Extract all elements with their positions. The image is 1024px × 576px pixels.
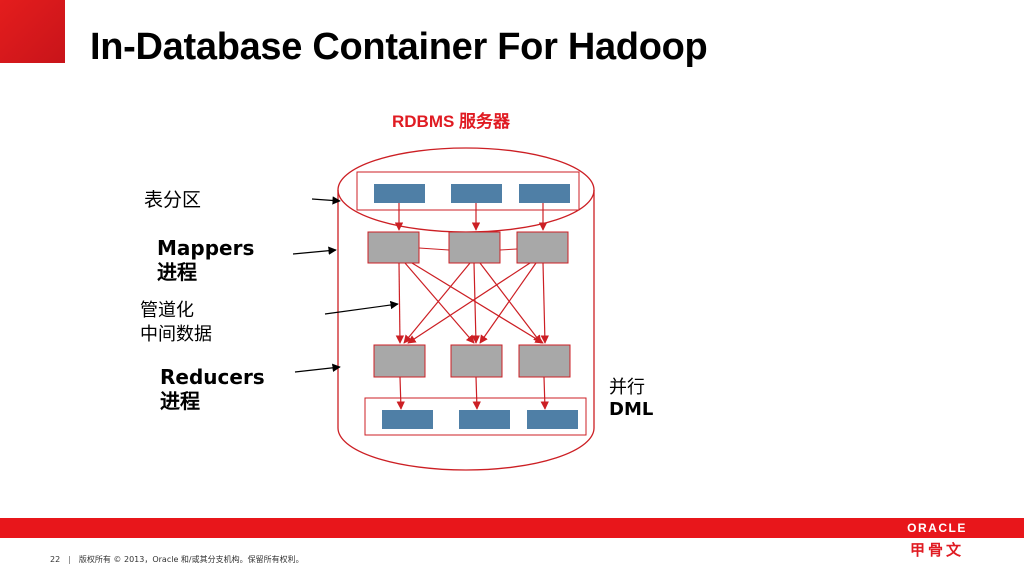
oracle-logo: ORACLE 甲骨文 — [897, 521, 977, 561]
arrow-m2-r3 — [479, 262, 542, 344]
output-block-3 — [527, 410, 578, 429]
arrow-m1-r1 — [395, 262, 405, 344]
page-number: 22 — [50, 555, 61, 564]
copyright-text: 版权所有 © 2013，Oracle 和/或其分支机构。保留所有权利。 — [78, 555, 304, 564]
red-corner-accent — [0, 0, 65, 63]
arrow-m1-r3 — [411, 262, 544, 344]
label-parallel-dml: 并行 DML — [609, 377, 654, 420]
footer-separator: | — [68, 555, 71, 564]
mapper-box-2 — [448, 231, 501, 264]
slide-title: In-Database Container For Hadoop — [90, 26, 708, 68]
mapper-link-1 — [418, 247, 450, 251]
mapper-box-3 — [516, 231, 569, 264]
reducer-box-1 — [373, 344, 426, 378]
reducer-box-2 — [450, 344, 503, 378]
arrow-reducer-output-1 — [396, 376, 405, 410]
label-pipeline-data: 管道化 中间数据 — [140, 300, 212, 345]
mapper-link-2 — [499, 248, 518, 251]
arrow-m3-r1 — [407, 262, 531, 344]
reducer-box-3 — [518, 344, 571, 378]
pointer-arrow-partitions — [311, 196, 341, 205]
arrow-m3-r2 — [479, 262, 537, 344]
label-partitions: 表分区 — [144, 189, 202, 211]
oracle-logo-cn: 甲骨文 — [909, 541, 964, 559]
footer-text: 22 | 版权所有 © 2013，Oracle 和/或其分支机构。保留所有权利。 — [50, 554, 304, 565]
output-block-2 — [459, 410, 510, 429]
partition-block-3 — [519, 184, 570, 203]
partition-block-1 — [374, 184, 425, 203]
pointer-arrow-mappers — [292, 246, 337, 255]
arrow-m2-r2 — [471, 262, 481, 344]
diagram-title: RDBMS 服务器 — [392, 112, 511, 131]
oracle-logo-text: ORACLE — [907, 521, 967, 535]
mapper-box-1 — [367, 231, 420, 264]
label-mappers: Mappers 进程 — [157, 236, 255, 284]
output-block-1 — [382, 410, 433, 429]
arrow-reducer-output-3 — [540, 376, 549, 410]
arrow-reducer-output-2 — [472, 376, 481, 410]
label-reducers: Reducers 进程 — [160, 365, 265, 413]
cylinder-body — [337, 190, 595, 471]
arrow-m3-r3 — [540, 262, 550, 344]
partition-block-2 — [451, 184, 502, 203]
arrow-m2-r1 — [403, 262, 471, 344]
arrow-m1-r2 — [404, 262, 475, 344]
pointer-arrow-pipeline — [324, 300, 399, 315]
pointer-arrow-reducers — [294, 363, 341, 373]
footer-bar — [0, 518, 1024, 538]
hadoop-container-diagram — [292, 147, 595, 471]
